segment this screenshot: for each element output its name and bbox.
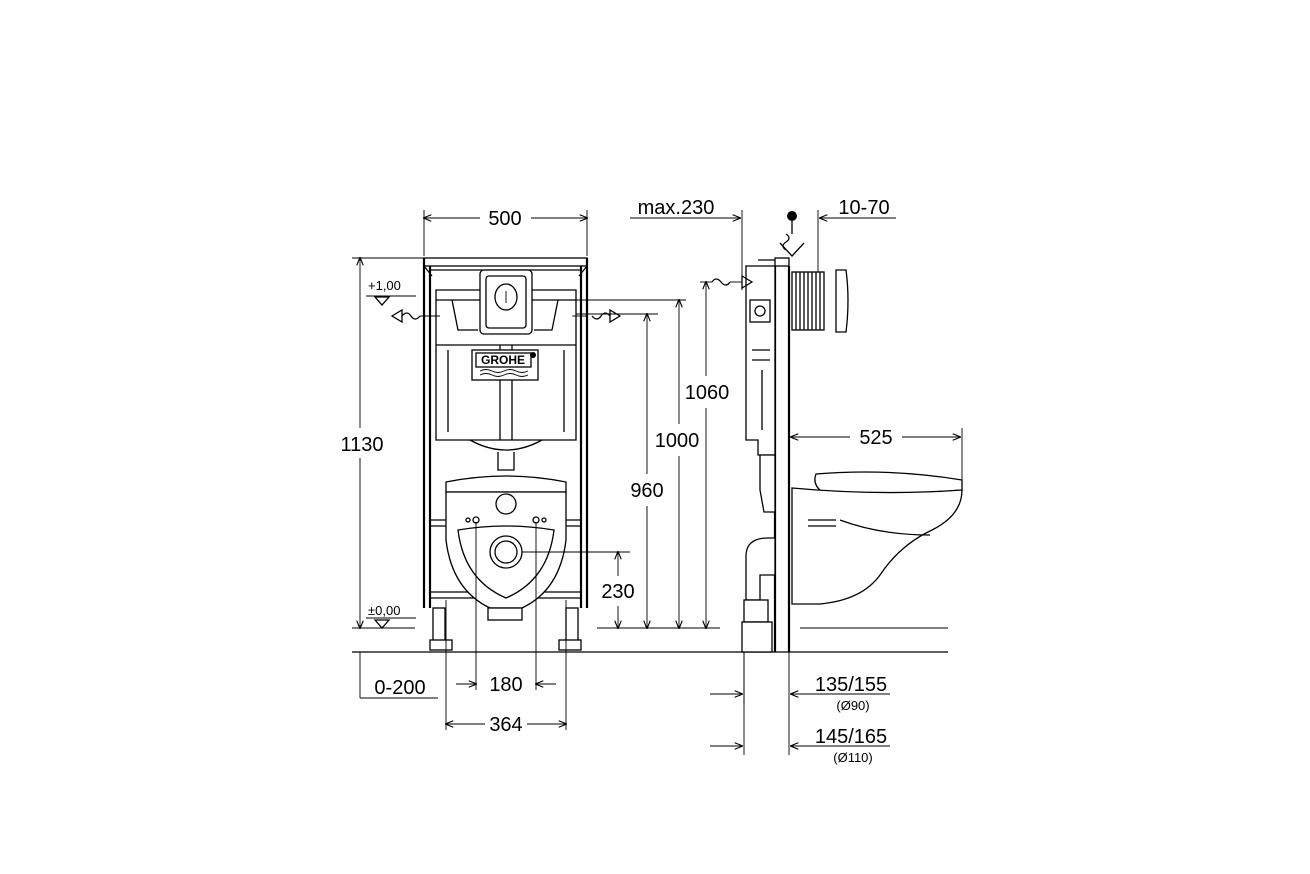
dim-width-500: 500 [488,208,521,230]
dim-bolts-180: 180 [489,674,522,696]
level-top-label: +1,00 [368,278,401,293]
flush-plate [479,269,533,335]
dim-height-1060: 1060 [685,382,730,404]
water-inlet-right-icon [572,308,622,324]
side-view: max.230 10-70 1060 525 135/155 (Ø90) 145… [630,197,963,765]
grohe-logo: GROHE [471,349,539,381]
dim-drain-110: (Ø110) [833,750,873,765]
water-inlet-left-icon [390,308,440,324]
dim-projection-525: 525 [859,427,892,449]
dim-drain-145-165: 145/165 [815,726,887,748]
dim-offset-0-200: 0-200 [374,677,425,699]
wc-bowl-side [741,471,963,653]
dim-height-1130: 1130 [340,434,383,456]
side-water-inlet-icon [711,211,805,290]
dim-width-364: 364 [489,714,522,736]
cistern-side [745,265,776,513]
dim-drain-135-155: 135/155 [815,674,887,696]
level-floor-label: ±0,00 [368,603,400,618]
dim-wall-10-70: 10-70 [838,197,889,219]
dim-height-1000: 1000 [655,430,700,452]
dim-drain-90: (Ø90) [836,698,869,713]
dim-height-960: 960 [630,480,663,502]
dim-height-230: 230 [601,581,634,603]
brand-text: GROHE [481,353,525,367]
dim-max-230: max.230 [638,197,715,219]
side-actuator [791,269,849,333]
front-view: GROHE [340,208,948,736]
